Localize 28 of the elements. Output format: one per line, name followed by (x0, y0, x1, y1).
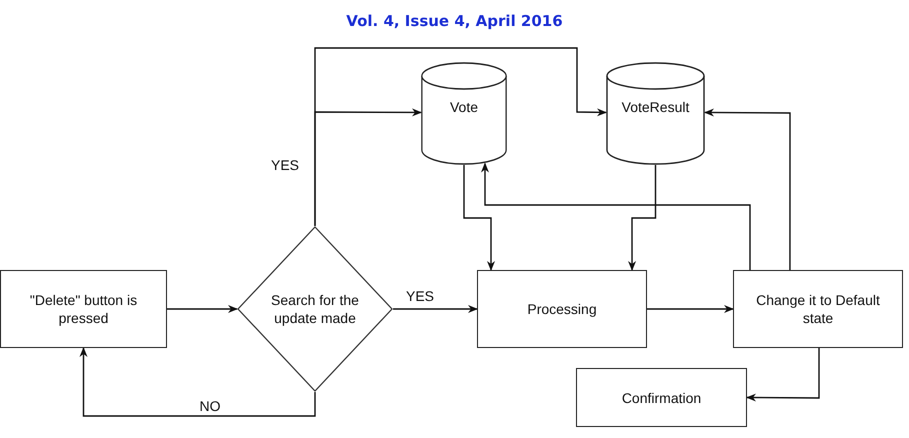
journal-header: Vol. 4, Issue 4, April 2016 (346, 11, 563, 32)
decision-diamond (237, 226, 393, 392)
edge-label: YES (270, 158, 300, 172)
edge-label: NO (198, 399, 222, 413)
node-label: Confirmation (620, 388, 702, 406)
arrow (314, 47, 607, 226)
arrow (463, 165, 495, 271)
arrow (746, 348, 820, 402)
edge-label: YES (405, 289, 435, 303)
arrow (647, 305, 734, 313)
arrow (80, 347, 316, 417)
process-box (576, 368, 747, 427)
arrow (628, 165, 656, 271)
process-box (0, 270, 167, 348)
process-box (477, 270, 647, 348)
process-box (733, 270, 903, 348)
database-cylinder (421, 62, 507, 165)
arrow (480, 162, 751, 270)
arrow (393, 305, 478, 313)
node-label: Change it to Default state (755, 291, 881, 327)
node-label: Processing (526, 300, 598, 318)
node-label: "Delete" button is pressed (28, 291, 138, 327)
node-label: Search for the update made (270, 291, 360, 327)
node-label: VoteResult (620, 98, 690, 116)
arrow (704, 108, 791, 270)
database-cylinder (606, 62, 705, 165)
arrow (167, 305, 238, 313)
node-label: Vote (448, 98, 480, 116)
